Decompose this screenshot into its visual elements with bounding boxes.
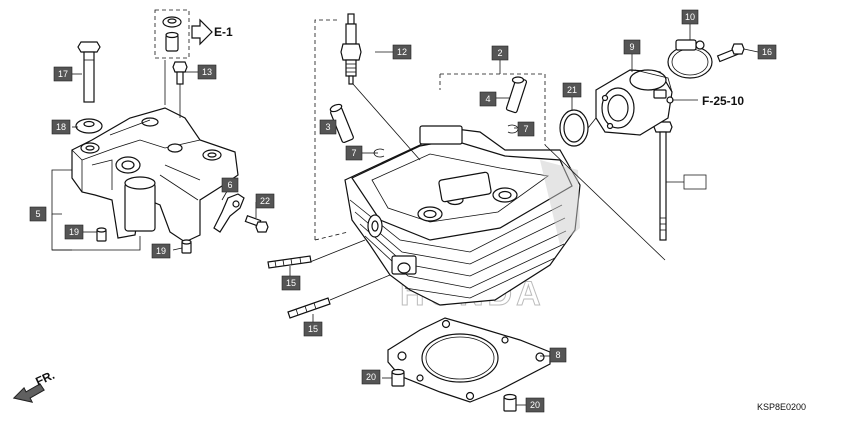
callout-16-label: 16 xyxy=(762,47,772,57)
bolt-22 xyxy=(244,215,269,233)
callout-15b[interactable]: 15 xyxy=(303,321,323,337)
rocker-arm-6 xyxy=(213,193,245,233)
callout-8[interactable]: 8 xyxy=(549,347,567,363)
rocker-holder-body xyxy=(71,107,239,243)
callout-5-label: 5 xyxy=(35,209,40,219)
callout-12[interactable]: 12 xyxy=(392,44,412,60)
callout-7a-label: 7 xyxy=(523,124,528,134)
front-label: FR. xyxy=(33,368,56,389)
callout-18-label: 18 xyxy=(56,122,66,132)
callout-5[interactable]: 5 xyxy=(29,206,47,222)
callout-15a[interactable]: 15 xyxy=(281,275,301,291)
callout-4-label: 4 xyxy=(485,94,490,104)
callout-2-label: 2 xyxy=(497,48,502,58)
callout-19a-label: 19 xyxy=(69,227,79,237)
callout-9[interactable]: 9 xyxy=(623,39,641,55)
callout-3-label: 3 xyxy=(325,122,330,132)
front-direction-indicator xyxy=(12,383,45,403)
callout-4[interactable]: 4 xyxy=(479,91,497,107)
callout-20b[interactable]: 20 xyxy=(525,397,545,413)
drawing-code: KSP8E0200 xyxy=(757,402,806,412)
callout-10[interactable]: 10 xyxy=(681,9,699,25)
callout-15b-label: 15 xyxy=(308,324,318,334)
bolt-16 xyxy=(716,43,745,63)
washer-18 xyxy=(75,118,103,134)
callout-6-label: 6 xyxy=(227,180,232,190)
stud-bolt-15b xyxy=(287,297,331,319)
callout-13[interactable]: 13 xyxy=(197,64,217,80)
valve-guide-3 xyxy=(329,103,354,144)
cylinder-head-group xyxy=(267,13,684,322)
valve-guide-4 xyxy=(505,76,528,114)
callout-12-label: 12 xyxy=(397,47,407,57)
callout-17[interactable]: 17 xyxy=(53,66,73,82)
callout-3[interactable]: 3 xyxy=(319,119,337,135)
dowel-pin-20a xyxy=(391,368,405,387)
ref-arrow-e1 xyxy=(191,18,213,46)
callout-2[interactable]: 2 xyxy=(491,45,509,61)
long-bolt xyxy=(653,121,673,241)
callout-7b-label: 7 xyxy=(351,148,356,158)
dowel-pin-20b xyxy=(503,393,517,412)
callout-22-label: 22 xyxy=(260,196,270,206)
callout-8-label: 8 xyxy=(555,350,560,360)
callout-7a[interactable]: 7 xyxy=(517,121,535,137)
callout-13-label: 13 xyxy=(202,67,212,77)
callout-tags: 10 9 16 21 12 2 4 7 3 7 17 13 18 5 6 22 … xyxy=(29,9,777,413)
rocker-arm-holder-group: E-1 xyxy=(51,9,269,254)
callout-20b-label: 20 xyxy=(530,400,540,410)
tensioner-seal-group xyxy=(154,9,190,59)
ref-f2510: F-25-10 xyxy=(702,94,744,108)
bolt-17 xyxy=(77,41,101,103)
dowel-pin-19a xyxy=(96,227,107,242)
vacuum-fitting xyxy=(653,89,674,104)
stud-bolt-15a xyxy=(267,255,312,269)
callout-21-label: 21 xyxy=(567,85,577,95)
callout-19b-label: 19 xyxy=(156,246,166,256)
bolt-13 xyxy=(172,61,188,85)
callout-19b[interactable]: 19 xyxy=(151,243,171,259)
gasket-group xyxy=(382,317,551,412)
intake-group: F-25-10 xyxy=(559,24,759,147)
callout-17-label: 17 xyxy=(58,69,68,79)
callout-22[interactable]: 22 xyxy=(255,193,275,209)
intake-pipe-9 xyxy=(595,69,673,136)
callout-10-label: 10 xyxy=(685,12,695,22)
callout-16[interactable]: 16 xyxy=(757,44,777,60)
callout-20a-label: 20 xyxy=(366,372,376,382)
callout-19a[interactable]: 19 xyxy=(64,224,84,240)
ref-e1: E-1 xyxy=(214,25,233,39)
callout-9-label: 9 xyxy=(629,42,634,52)
callout-20a[interactable]: 20 xyxy=(361,369,381,385)
hose-clamp-10 xyxy=(667,39,713,79)
spark-plug-12 xyxy=(340,13,362,85)
callout-18[interactable]: 18 xyxy=(51,119,71,135)
callout-21[interactable]: 21 xyxy=(562,82,582,98)
head-gasket-8 xyxy=(387,317,551,403)
clip-7a xyxy=(507,124,519,134)
dowel-pin-19b xyxy=(181,239,192,254)
callout-6[interactable]: 6 xyxy=(221,177,239,193)
o-ring-21 xyxy=(559,109,589,147)
callout-7b[interactable]: 7 xyxy=(345,145,363,161)
callout-15a-label: 15 xyxy=(286,278,296,288)
callout-1[interactable] xyxy=(683,174,707,190)
